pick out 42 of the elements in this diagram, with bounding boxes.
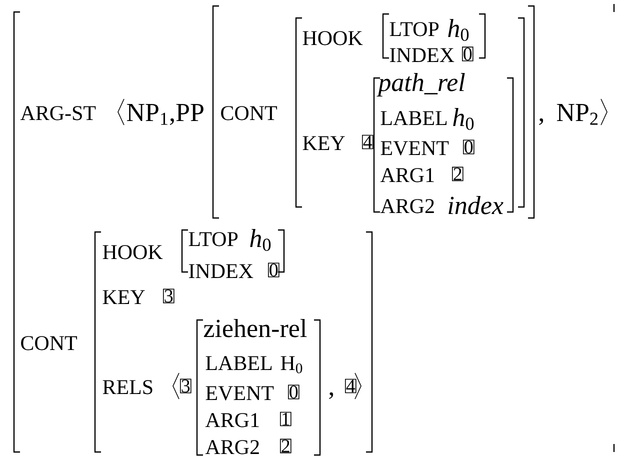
feature-name: INDEX (390, 48, 454, 62)
feature-name: CONT (221, 106, 278, 120)
feature-name: LABEL (380, 111, 447, 126)
tag-box: 4 (345, 378, 356, 394)
feature-name: ARG-ST (20, 106, 96, 120)
value-text: , (329, 392, 334, 399)
feature-name: HOOK (302, 31, 363, 46)
feature-name: ARG1 (205, 413, 259, 428)
feature-name: CONT (21, 336, 78, 350)
value-text: path_rel (376, 72, 465, 97)
tag-box: 2 (452, 166, 464, 182)
feature-name: ARG2 (380, 199, 434, 214)
value-text: ziehen-rel (204, 318, 307, 338)
value-text: h$_{0}$ (448, 18, 469, 41)
tag-box: 0 (463, 140, 474, 154)
feature-name: LTOP (390, 22, 439, 36)
value-text: NP$_{2}$ (556, 104, 598, 125)
tag-box: 2 (280, 438, 292, 454)
feature-name: INDEX (188, 264, 254, 278)
value-text: h$_{0}$ (453, 108, 474, 130)
value-text: , (539, 118, 544, 125)
feature-name: ARG1 (380, 168, 434, 182)
feature-name: KEY (102, 290, 145, 304)
tag-box: 0 (462, 46, 474, 62)
tag-box: 1 (280, 412, 292, 426)
tag-box: 4 (362, 134, 374, 150)
feature-name: RELS (102, 380, 152, 394)
feature-name: EVENT (206, 386, 274, 400)
value-text: h$_{0}$ (250, 228, 271, 251)
feature-name: ARG2 (205, 440, 259, 454)
feature-name: HOOK (102, 245, 163, 260)
feature-name: KEY (302, 136, 345, 150)
value-text: NP$_{1}$,PP (126, 104, 204, 125)
feature-name: H$_{0}$ (280, 356, 302, 374)
tag-box: 3 (180, 378, 192, 394)
tag-box: 3 (163, 288, 174, 304)
feature-name: EVENT (380, 141, 449, 156)
feature-name: LABEL (206, 356, 272, 370)
tag-box: 0 (288, 384, 300, 400)
value-text: index (448, 196, 504, 214)
feature-name: LTOP (188, 232, 238, 246)
tag-box: 0 (268, 262, 280, 278)
